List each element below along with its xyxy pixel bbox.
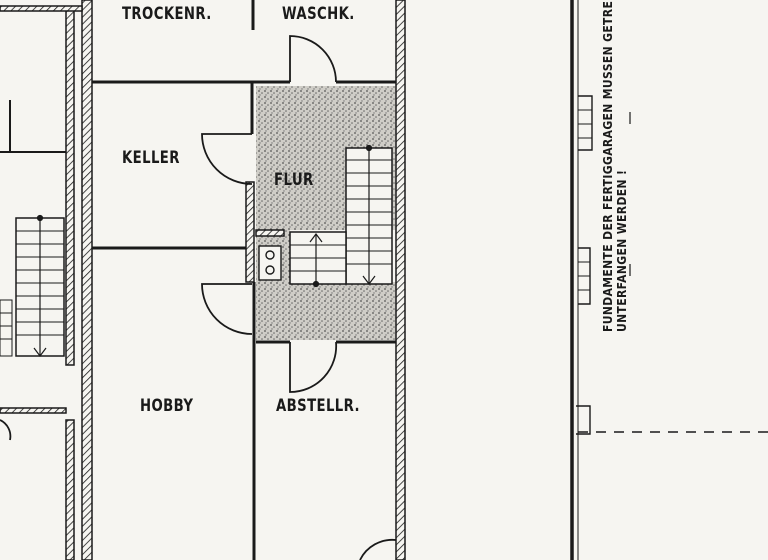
garage-outline: [570, 0, 768, 560]
room-label-keller: KELLER: [122, 148, 180, 168]
hatched-walls: [0, 0, 406, 560]
doors: [0, 35, 397, 560]
room-label-flur: FLUR: [274, 170, 314, 190]
stove-symbol-icon: [258, 245, 282, 281]
main-staircase: [345, 144, 393, 285]
room-label-abstellraum: ABSTELLR.: [276, 396, 360, 416]
interior-walls: [0, 0, 396, 560]
room-label-hobby: HOBBY: [140, 396, 194, 416]
room-label-trockenraum: TROCKENR.: [122, 4, 212, 24]
garage-foundation-note-line2: UNTERFANGEN WERDEN !: [615, 169, 629, 332]
short-staircase: [289, 231, 347, 288]
left-staircase: [0, 214, 65, 357]
garage-foundation-note-line1: FUNDAMENTE DER FERTIGGARAGEN MUSSEN GETR…: [601, 0, 615, 332]
room-label-waschkueche: WASCHK.: [282, 4, 355, 24]
